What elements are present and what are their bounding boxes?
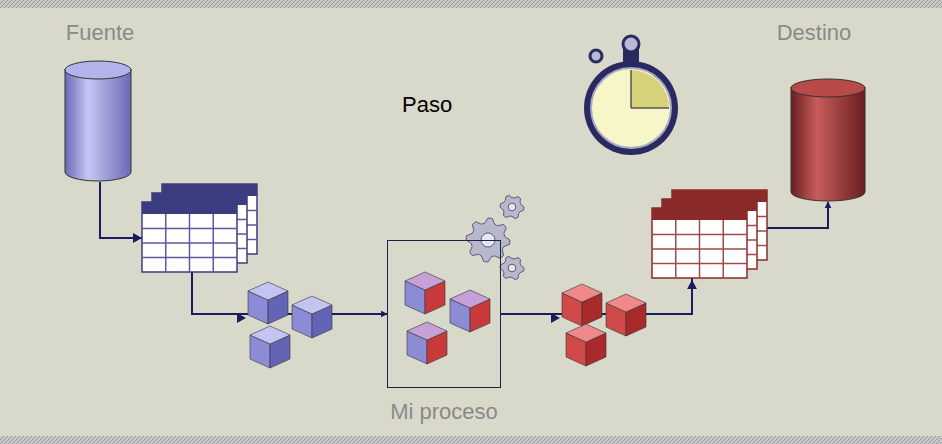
data-cube — [407, 322, 447, 364]
flow-connector — [501, 202, 828, 314]
flow-arrowhead — [237, 313, 246, 323]
flow-arrowhead — [133, 233, 142, 243]
data-cube — [250, 326, 290, 368]
target-database: Destino — [762, 20, 866, 202]
data-cube — [248, 282, 288, 324]
stopwatch-icon — [584, 36, 678, 155]
node-label: Destino — [762, 20, 866, 46]
node-label: Fuente — [50, 20, 150, 46]
cylinder-shape — [64, 60, 132, 182]
gear-icon — [500, 195, 524, 218]
source-database: Fuente — [50, 20, 150, 182]
data-cube — [566, 324, 606, 366]
flow-connector — [100, 182, 387, 314]
bottom-bar — [0, 436, 942, 444]
gear-icon — [500, 256, 524, 279]
process-box: Mi proceso — [387, 240, 501, 388]
data-cube — [292, 296, 332, 338]
table-stack — [142, 184, 257, 272]
data-cube — [606, 294, 646, 336]
top-bar — [0, 0, 942, 8]
step-label: Paso — [402, 92, 452, 118]
cylinder-shape — [790, 78, 866, 202]
data-cube — [405, 272, 445, 314]
data-cube — [450, 290, 490, 332]
data-cube — [562, 284, 602, 326]
flow-arrowhead — [551, 313, 560, 323]
table-stack — [652, 190, 767, 278]
node-label: Mi proceso — [390, 399, 498, 425]
flow-arrowhead — [687, 280, 697, 289]
